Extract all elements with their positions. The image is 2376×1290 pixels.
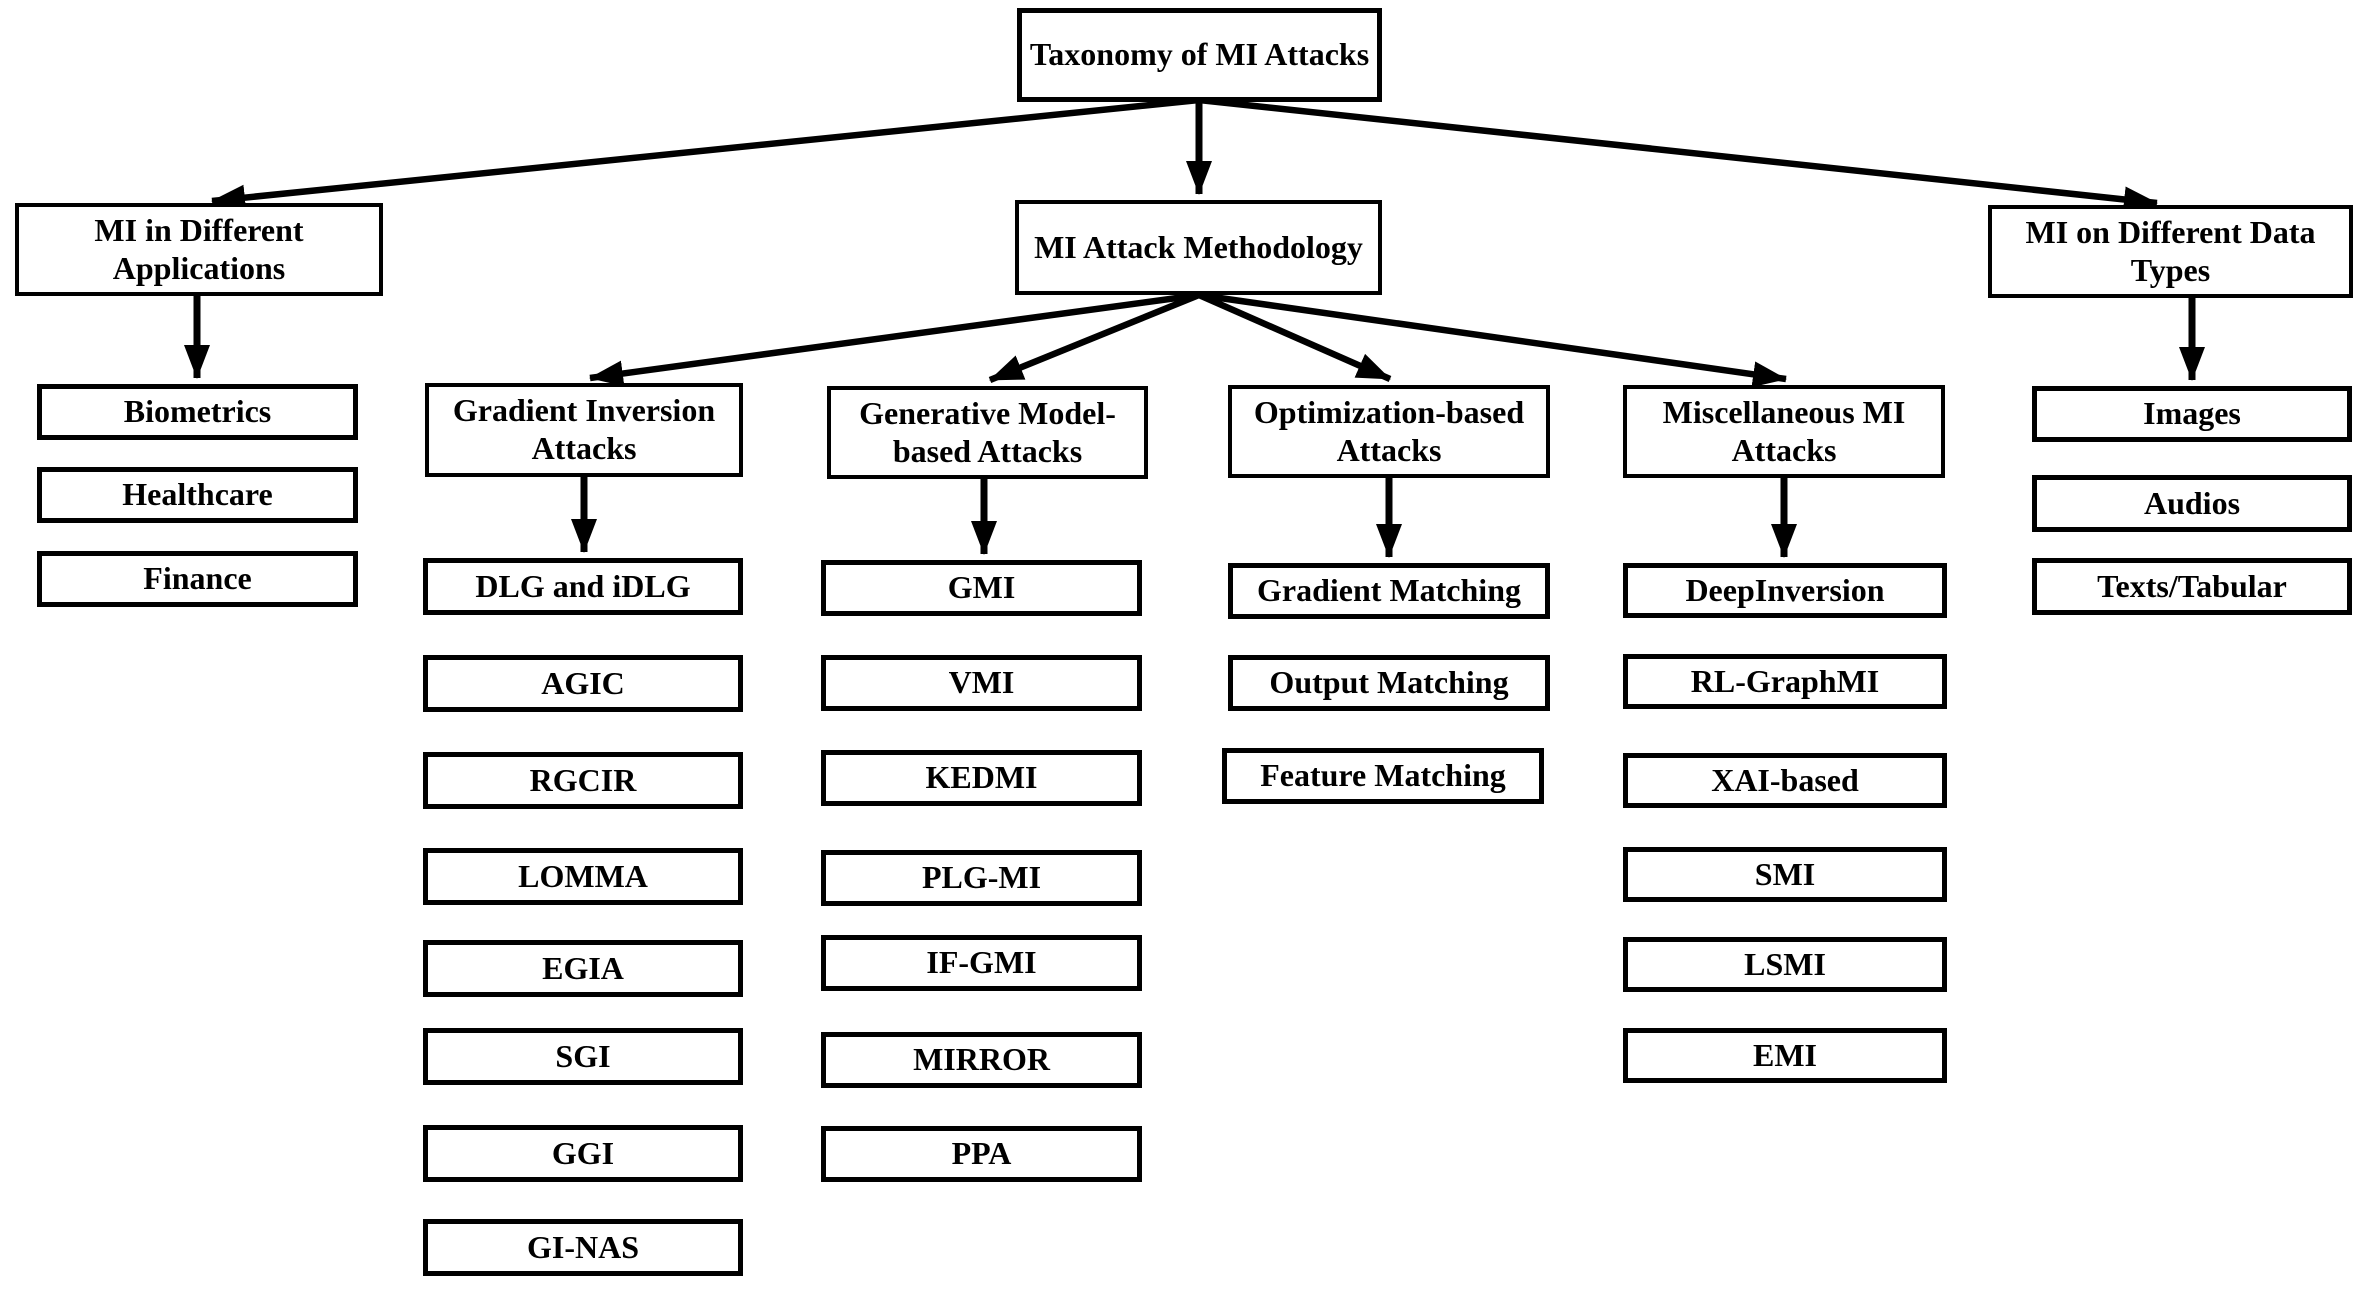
node-rgcir: RGCIR bbox=[423, 752, 743, 809]
connector-methodology-miscellaneous bbox=[1198, 291, 1787, 388]
node-taxonomy-of-mi-attacks: Taxonomy of MI Attacks bbox=[1017, 8, 1382, 102]
connector-root-applications bbox=[211, 96, 1200, 211]
node-kedmi: KEDMI bbox=[821, 750, 1142, 806]
connector-methodology-generative bbox=[988, 291, 1201, 384]
node-plg-mi: PLG-MI bbox=[821, 850, 1142, 906]
node-xai-based: XAI-based bbox=[1623, 753, 1947, 808]
node-smi: SMI bbox=[1623, 847, 1947, 902]
node-rl-graphmi: RL-GraphMI bbox=[1623, 654, 1947, 709]
node-mirror: MIRROR bbox=[821, 1032, 1142, 1088]
connector-root-datatypes bbox=[1198, 96, 2158, 213]
node-vmi: VMI bbox=[821, 655, 1142, 711]
node-lsmi: LSMI bbox=[1623, 937, 1947, 992]
node-optimization-based-attacks: Optimization-based Attacks bbox=[1228, 385, 1550, 478]
node-images: Images bbox=[2032, 386, 2352, 442]
node-mi-attack-methodology: MI Attack Methodology bbox=[1015, 200, 1382, 295]
node-gmi: GMI bbox=[821, 560, 1142, 616]
node-finance: Finance bbox=[37, 551, 358, 607]
node-healthcare: Healthcare bbox=[37, 467, 358, 523]
node-gradient-matching: Gradient Matching bbox=[1228, 563, 1550, 619]
node-if-gmi: IF-GMI bbox=[821, 935, 1142, 991]
node-output-matching: Output Matching bbox=[1228, 655, 1550, 711]
node-deepinversion: DeepInversion bbox=[1623, 563, 1947, 618]
node-sgi: SGI bbox=[423, 1028, 743, 1085]
node-dlg-and-idlg: DLG and iDLG bbox=[423, 558, 743, 615]
node-emi: EMI bbox=[1623, 1028, 1947, 1083]
node-biometrics: Biometrics bbox=[37, 384, 358, 440]
node-mi-in-different-applications: MI in Different Applications bbox=[15, 203, 383, 296]
connector-methodology-gradient bbox=[589, 291, 1200, 387]
node-miscellaneous-mi-attacks: Miscellaneous MI Attacks bbox=[1623, 385, 1945, 478]
node-mi-on-different-data-types: MI on Different Data Types bbox=[1988, 205, 2353, 298]
node-gradient-inversion-attacks: Gradient Inversion Attacks bbox=[425, 383, 743, 477]
node-generative-model-based-attacks: Generative Model-based Attacks bbox=[827, 386, 1148, 479]
node-ggi: GGI bbox=[423, 1125, 743, 1182]
node-gi-nas: GI-NAS bbox=[423, 1219, 743, 1276]
node-egia: EGIA bbox=[423, 940, 743, 997]
node-agic: AGIC bbox=[423, 655, 743, 712]
node-audios: Audios bbox=[2032, 475, 2352, 532]
node-feature-matching: Feature Matching bbox=[1222, 748, 1544, 804]
node-lomma: LOMMA bbox=[423, 848, 743, 905]
node-texts-tabular: Texts/Tabular bbox=[2032, 558, 2352, 615]
connector-methodology-optimization bbox=[1197, 292, 1392, 382]
node-ppa: PPA bbox=[821, 1126, 1142, 1182]
